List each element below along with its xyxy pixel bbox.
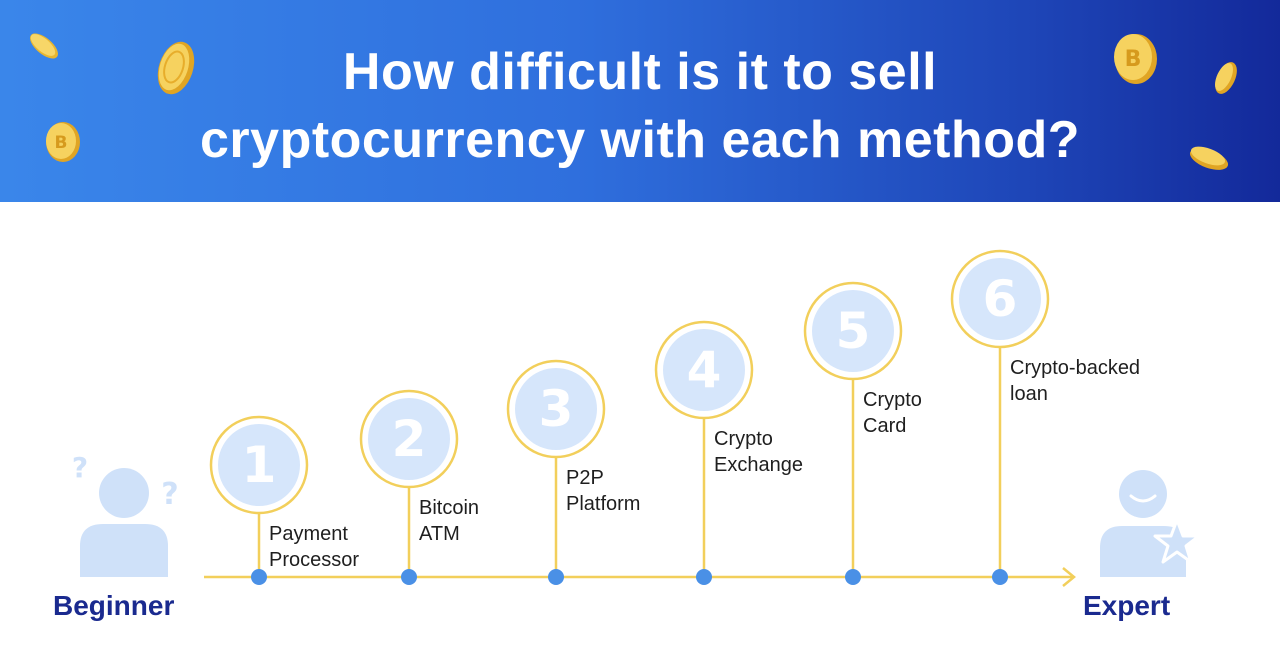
step-label-5: Crypto Card (863, 389, 922, 437)
step-circle-fill (218, 424, 300, 506)
title-line-2: cryptocurrency with each method? (200, 111, 1080, 169)
scale-diagram: ? ? 1 2 3 4 5 6 (72, 249, 1201, 587)
title-line-1: How difficult is it to sell (342, 43, 938, 101)
axis-dot (696, 569, 712, 585)
bitcoin-coin-icon (1215, 62, 1237, 94)
bitcoin-coin-icon: B (1114, 34, 1157, 84)
step-number: 1 (242, 436, 277, 494)
step-number: 5 (836, 302, 871, 360)
step-1: 1 (209, 415, 309, 585)
difficulty-scale: ? ? 1 2 3 4 5 6 Payment Processor Bitcoin ATM P… (0, 202, 1280, 669)
step-3: 3 (506, 359, 606, 585)
step-circle-fill (515, 368, 597, 450)
step-number: 4 (687, 341, 722, 399)
step-label-2: Bitcoin ATM (419, 497, 480, 545)
happy-person-star-icon (1100, 470, 1201, 577)
bitcoin-coin-icon: B (46, 122, 80, 162)
confused-person-icon: ? ? (72, 451, 179, 577)
bitcoin-coin-icon (29, 33, 59, 59)
step-circle-fill (959, 258, 1041, 340)
axis-dot (992, 569, 1008, 585)
axis-dot (845, 569, 861, 585)
page-title: How difficult is it to sell cryptocurren… (0, 38, 1280, 174)
bitcoin-coin-icon (1189, 146, 1229, 170)
step-number: 3 (539, 380, 574, 438)
svg-text:?: ? (161, 477, 178, 512)
step-label-4: Crypto Exchange (714, 428, 803, 476)
step-circle-fill (368, 398, 450, 480)
step-circle-fill (663, 329, 745, 411)
header-banner: B B How difficult is it to sell cryptocu… (0, 0, 1280, 202)
step-label-1: Payment Processor (269, 523, 360, 571)
expert-label: Expert (1083, 590, 1171, 621)
step-number: 6 (983, 270, 1018, 328)
svg-text:B: B (55, 133, 68, 153)
step-5: 5 (803, 281, 903, 585)
step-number: 2 (392, 410, 427, 468)
beginner-label: Beginner (53, 590, 175, 621)
step-label-3: P2P Platform (566, 467, 641, 515)
axis-dot (401, 569, 417, 585)
svg-text:B: B (1125, 47, 1142, 72)
step-label-6: Crypto-backed loan (1010, 357, 1141, 405)
axis-arrow (1062, 567, 1076, 587)
steps-layer: 1 2 3 4 5 6 (209, 249, 1050, 585)
axis-dot (251, 569, 267, 585)
axis-dot (548, 569, 564, 585)
step-circle-fill (812, 290, 894, 372)
step-6: 6 (950, 249, 1050, 585)
step-2: 2 (359, 389, 459, 585)
bitcoin-coin-icon (157, 41, 195, 95)
svg-text:?: ? (72, 451, 88, 484)
step-4: 4 (654, 320, 754, 585)
